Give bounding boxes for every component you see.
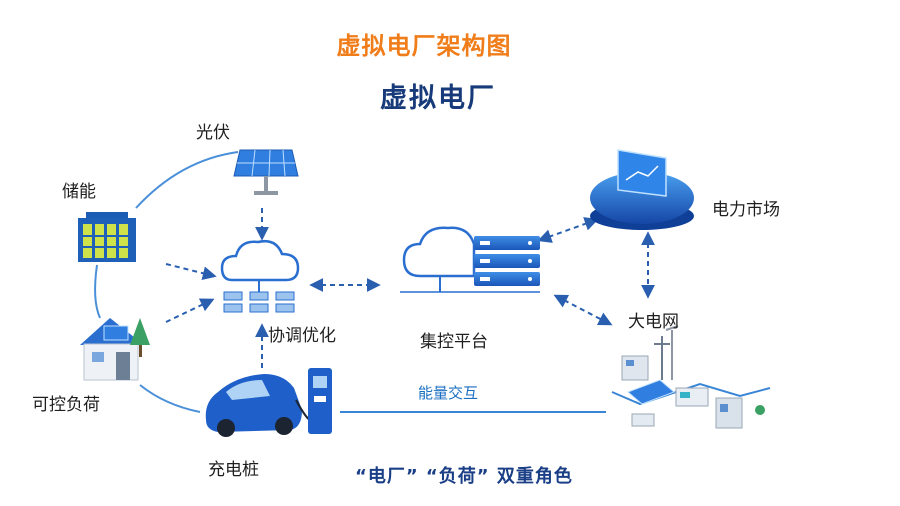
resource-arc [94, 264, 101, 319]
dual-role-caption: “电厂” “负荷” 双重角色 [355, 466, 573, 487]
arrow-platform-market [537, 217, 599, 243]
power-market-icon [590, 149, 694, 230]
node-label-storage: 储能 [62, 182, 96, 202]
diagram-title: 虚拟电厂 [380, 83, 496, 114]
power-grid-icon [611, 325, 771, 429]
node-label-power-market: 电力市场 [712, 200, 780, 220]
ev-charging-icon [205, 368, 332, 437]
node-label-controllable-load: 可控负荷 [32, 395, 100, 415]
arrow-load-to-coordination [165, 298, 215, 323]
energy-exchange-label: 能量交互 [418, 384, 479, 402]
resource-arc [139, 384, 201, 413]
house-icon [80, 318, 150, 381]
coordination-cloud-icon [220, 240, 300, 313]
solar-panel-icon [233, 149, 299, 195]
arrow-platform-grid [553, 294, 613, 326]
node-label-control-platform: 集控平台 [420, 332, 488, 352]
battery-storage-icon [78, 212, 136, 262]
resource-arc [135, 151, 239, 209]
node-label-power-grid: 大电网 [628, 312, 679, 332]
control-platform-icon [400, 226, 540, 293]
arrow-storage-to-coordination [165, 263, 217, 281]
node-label-charging-pile: 充电桩 [208, 460, 259, 480]
node-label-coordination: 协调优化 [268, 326, 336, 346]
page-title: 虚拟电厂架构图 [336, 32, 512, 60]
node-label-solar: 光伏 [196, 123, 230, 143]
